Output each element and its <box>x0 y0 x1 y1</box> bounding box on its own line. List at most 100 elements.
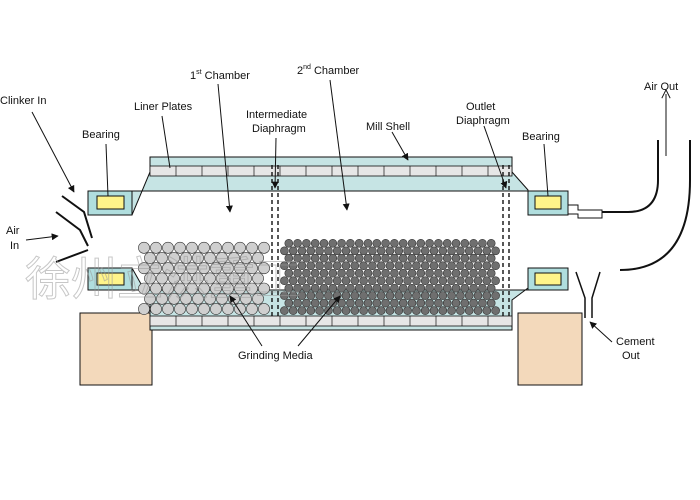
grinding-ball <box>168 292 180 305</box>
grinding-ball <box>394 261 404 271</box>
grinding-ball <box>368 306 377 315</box>
grinding-ball <box>398 283 408 293</box>
grinding-ball <box>168 252 180 264</box>
grinding-ball <box>258 282 270 295</box>
grinding-ball <box>252 272 264 285</box>
grinding-ball <box>416 239 426 248</box>
grinding-ball <box>359 276 368 286</box>
label-liner-plates: Liner Plates <box>134 101 193 113</box>
grinding-ball <box>412 261 421 271</box>
grinding-ball <box>469 298 478 308</box>
grinding-ball <box>376 306 386 315</box>
grinding-ball <box>420 246 430 256</box>
grinding-ball <box>350 246 360 256</box>
grinding-ball <box>337 239 346 248</box>
grinding-ball <box>284 298 294 308</box>
grinding-ball <box>341 291 351 300</box>
grinding-ball <box>319 298 329 308</box>
grinding-ball <box>280 261 289 271</box>
grinding-ball <box>186 303 198 315</box>
grinding-ball <box>390 239 399 248</box>
grinding-ball <box>341 246 351 256</box>
grinding-ball <box>372 239 382 248</box>
grinding-ball <box>385 246 395 256</box>
grinding-ball <box>478 298 487 308</box>
grinding-ball <box>442 268 452 278</box>
grinding-ball <box>368 246 377 256</box>
label-bearing-right: Bearing <box>522 131 560 143</box>
grinding-ball <box>337 268 346 278</box>
label-intermediate-diaphragm-line2: Diaphragm <box>252 123 306 135</box>
grinding-ball <box>186 282 198 295</box>
grinding-ball <box>302 268 311 278</box>
grinding-ball <box>240 252 252 264</box>
grinding-ball <box>306 291 316 300</box>
grinding-ball <box>394 276 404 286</box>
grinding-ball <box>460 298 470 308</box>
label-outlet-diaphragm-line1: Outlet <box>466 101 495 113</box>
grinding-ball <box>150 262 162 275</box>
grinding-ball <box>332 291 342 300</box>
label-intermediate-diaphragm-line1: Intermediate <box>246 109 307 121</box>
grinding-ball <box>252 252 264 264</box>
grinding-ball <box>425 298 434 308</box>
grinding-ball <box>403 246 412 256</box>
label-clinker-in: Clinker In <box>0 95 46 107</box>
grinding-ball <box>368 291 377 300</box>
grinding-ball <box>138 262 150 275</box>
grinding-ball <box>252 292 264 305</box>
grinding-ball <box>150 303 162 315</box>
chamber-1-number: 1 <box>190 70 196 82</box>
right-bearing-bottom <box>534 272 562 286</box>
leader-grinding-media-1 <box>229 295 263 347</box>
grinding-ball <box>222 282 234 295</box>
grinding-ball <box>324 261 333 271</box>
grinding-ball <box>346 298 355 308</box>
grinding-ball <box>359 291 368 300</box>
grinding-ball <box>469 253 478 263</box>
grinding-ball <box>403 306 412 315</box>
grinding-ball <box>438 306 448 315</box>
grinding-ball <box>293 268 302 278</box>
grinding-ball <box>451 298 461 308</box>
grinding-ball <box>204 292 216 305</box>
grinding-ball <box>434 268 443 278</box>
grinding-ball <box>425 268 434 278</box>
grinding-ball <box>174 303 186 315</box>
grinding-ball <box>429 306 439 315</box>
grinding-ball <box>469 239 478 248</box>
grinding-ball <box>284 253 294 263</box>
grinding-ball <box>210 241 222 254</box>
grinding-ball <box>425 239 434 248</box>
grinding-ball <box>293 253 302 263</box>
grinding-ball <box>293 283 302 293</box>
grinding-ball <box>412 246 421 256</box>
grinding-ball <box>385 276 395 286</box>
grinding-ball <box>204 272 216 285</box>
grinding-ball <box>297 261 307 271</box>
grinding-ball <box>315 261 324 271</box>
grinding-ball <box>310 253 320 263</box>
grinding-ball <box>315 306 324 315</box>
grinding-ball <box>416 253 426 263</box>
grinding-ball <box>416 268 426 278</box>
grinding-ball <box>156 292 168 305</box>
grinding-ball <box>240 292 252 305</box>
grinding-ball <box>407 283 417 293</box>
grinding-ball <box>420 261 430 271</box>
grinding-ball <box>288 261 298 271</box>
grinding-ball <box>222 262 234 275</box>
grinding-ball <box>328 268 338 278</box>
grinding-ball <box>288 306 298 315</box>
left-bearing-top <box>96 195 125 210</box>
grinding-ball <box>186 241 198 254</box>
grinding-ball <box>302 239 311 248</box>
leader-chamber-1 <box>217 83 233 213</box>
grinding-ball <box>425 253 434 263</box>
cement-discharge <box>575 271 601 318</box>
grinding-ball <box>306 276 316 286</box>
grinding-ball <box>288 246 298 256</box>
grinding-ball <box>478 239 487 248</box>
grinding-ball <box>394 291 404 300</box>
